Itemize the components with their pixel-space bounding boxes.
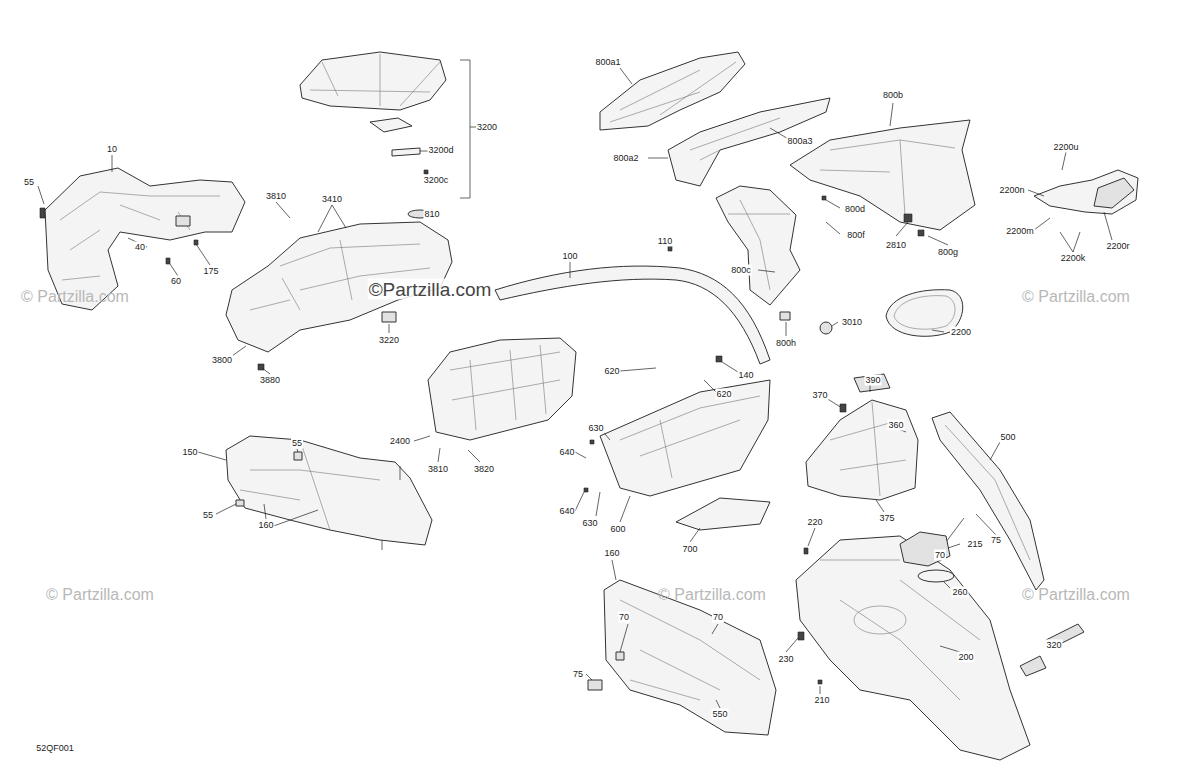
callout-number: 215 — [966, 539, 983, 550]
callout-number: 2200k — [1060, 253, 1087, 264]
callout-number: 230 — [777, 654, 794, 665]
callout-number: 2200m — [1005, 226, 1035, 237]
callout-number: 320 — [1045, 640, 1062, 651]
callout-number: 70 — [618, 612, 630, 623]
callout-number: 60 — [170, 276, 182, 287]
callout-number: 3200 — [476, 122, 498, 133]
cover-plate — [676, 498, 770, 542]
callout-number: 800h — [775, 338, 797, 349]
callout-number: 140 — [737, 370, 754, 381]
watermark: ©Partzilla.com — [368, 279, 493, 300]
callout-number: 3810 — [427, 464, 449, 475]
callout-number: 10 — [106, 144, 118, 155]
callout-number: 3880 — [259, 375, 281, 386]
storage-lid — [300, 52, 478, 198]
mirror — [886, 152, 1138, 336]
callout-number: 800a2 — [612, 153, 639, 164]
callout-number: 70 — [934, 550, 946, 561]
watermark: © Partzilla.com — [1021, 288, 1131, 306]
center-console — [786, 528, 1084, 760]
upper-fairing — [790, 103, 975, 245]
callout-number: 150 — [181, 447, 198, 458]
callout-number: 2200u — [1052, 142, 1079, 153]
callout-number: 800g — [937, 247, 959, 258]
callout-number: 70 — [712, 612, 724, 623]
callout-number: 3410 — [321, 194, 343, 205]
callout-number: 800c — [730, 265, 752, 276]
callout-number: 3200d — [427, 145, 454, 156]
callout-number: 810 — [423, 209, 440, 220]
callout-number: 3200c — [423, 175, 450, 186]
callout-number: 640 — [558, 506, 575, 517]
callout-number: 3810 — [265, 191, 287, 202]
callout-number: 210 — [813, 695, 830, 706]
watermark: © Partzilla.com — [1021, 586, 1131, 604]
callout-number: 3820 — [473, 464, 495, 475]
callout-number: 640 — [558, 447, 575, 458]
callout-number: 200 — [957, 652, 974, 663]
callout-number: 40 — [134, 242, 146, 253]
callout-number: 160 — [257, 520, 274, 531]
callout-number: 630 — [587, 423, 604, 434]
callout-number: 3800 — [211, 355, 233, 366]
watermark: © Partzilla.com — [45, 586, 155, 604]
windshield — [600, 52, 745, 130]
callout-number: 260 — [951, 587, 968, 598]
callout-number: 2200 — [950, 327, 972, 338]
callout-number: 75 — [572, 669, 584, 680]
callout-number: 800f — [846, 230, 866, 241]
lower-panel — [198, 436, 432, 550]
gauge-cluster — [414, 338, 576, 462]
callout-number: 2400 — [389, 436, 411, 447]
callout-number: 2200r — [1105, 241, 1130, 252]
callout-number: 360 — [887, 420, 904, 431]
callout-number: 375 — [878, 513, 895, 524]
callout-number: 2810 — [885, 240, 907, 251]
callout-number: 55 — [202, 510, 214, 521]
watermark: © Partzilla.com — [20, 288, 130, 306]
callout-number: 620 — [715, 389, 732, 400]
callout-number: 175 — [202, 266, 219, 277]
callout-number: 800d — [844, 204, 866, 215]
callout-number: 110 — [657, 236, 673, 247]
mount-bracket — [575, 368, 770, 522]
callout-number: 620 — [603, 366, 620, 377]
callout-number: 100 — [561, 251, 578, 262]
callout-number: 3220 — [378, 335, 400, 346]
watermark: © Partzilla.com — [657, 586, 767, 604]
callout-number: 75 — [990, 535, 1002, 546]
callout-number: 550 — [711, 709, 728, 720]
callout-number: 55 — [291, 438, 303, 449]
callout-number: 800a1 — [594, 57, 621, 68]
callout-number: 55 — [23, 177, 35, 188]
callout-number: 390 — [864, 375, 881, 386]
callout-number: 3010 — [841, 317, 863, 328]
callout-number: 2200n — [998, 185, 1025, 196]
callout-number: 800a3 — [786, 136, 813, 147]
callout-number: 630 — [581, 518, 598, 529]
front-fairing — [38, 155, 245, 310]
callout-number: 800b — [882, 90, 904, 101]
callout-number: 220 — [806, 517, 823, 528]
side-trim — [932, 412, 1044, 590]
callout-number: 52QF001 — [35, 743, 75, 754]
callout-number: 160 — [603, 548, 620, 559]
callout-number: 370 — [811, 390, 828, 401]
callout-number: 600 — [609, 524, 626, 535]
console-cover — [806, 374, 918, 512]
side-panel — [586, 560, 776, 735]
callout-number: 500 — [999, 432, 1016, 443]
callout-number: 700 — [681, 544, 698, 555]
